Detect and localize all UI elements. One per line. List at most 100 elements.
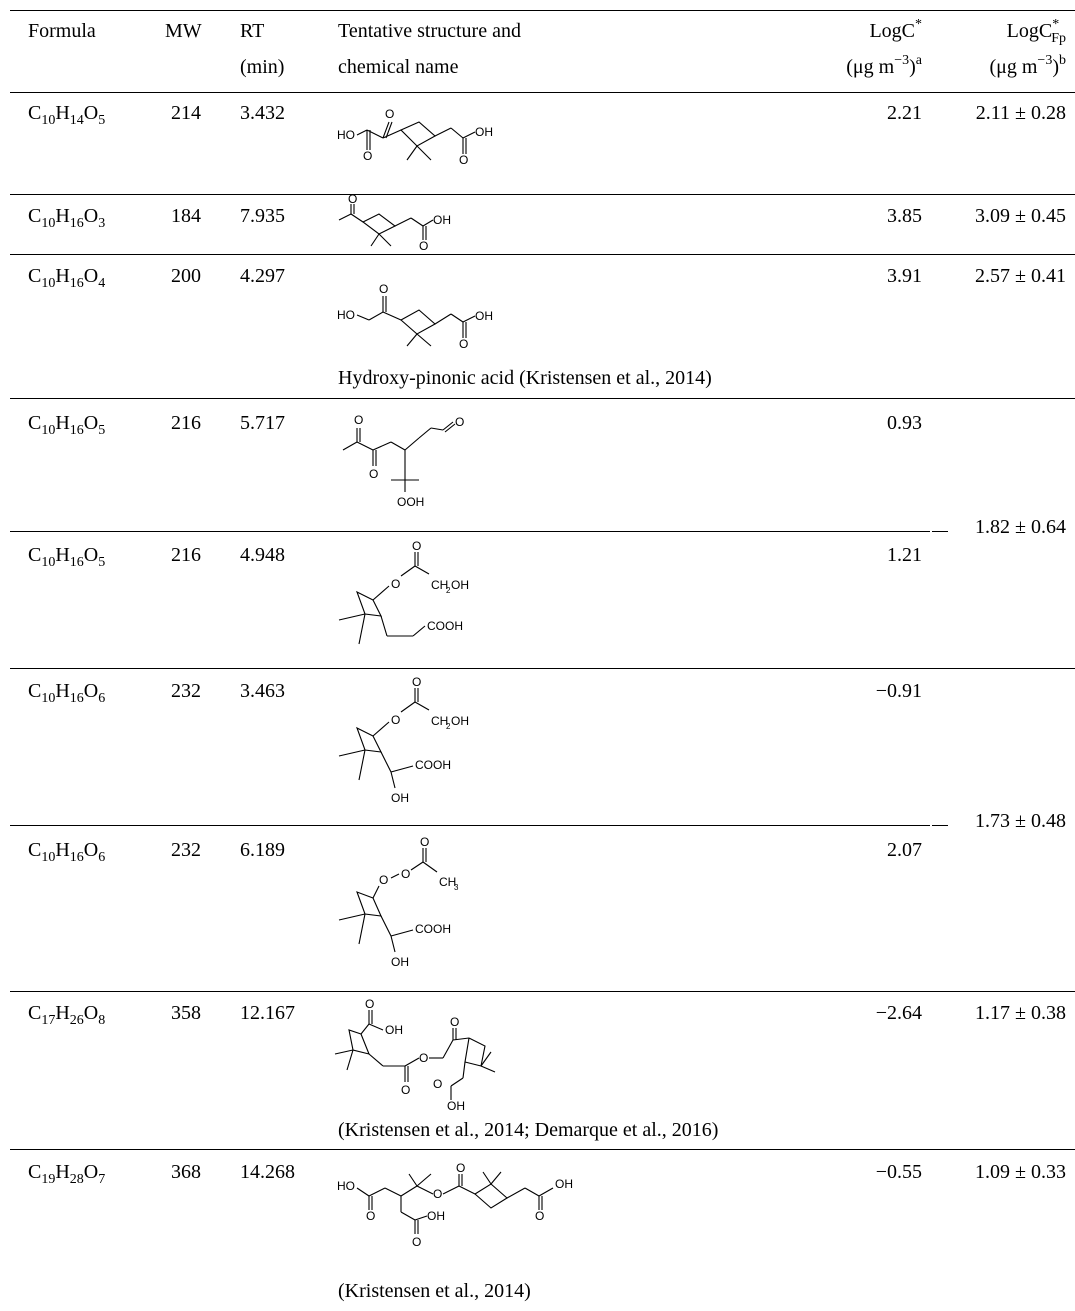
svg-text:O: O [366, 1209, 375, 1223]
structure-drawing: HO O O OH [335, 282, 515, 357]
row-rule [10, 668, 1075, 669]
svg-text:O: O [391, 713, 400, 727]
chemical-name: (Kristensen et al., 2014; Demarque et al… [338, 1119, 719, 1141]
structure-drawing: O O O OOH [335, 408, 495, 523]
formula-cell: C19H28O7 [28, 1161, 106, 1187]
svg-text:O: O [354, 413, 363, 427]
structure-drawing: O OH O O O O OH [334, 996, 535, 1119]
svg-text:O: O [412, 1235, 421, 1249]
formula-cell: C10H16O5 [28, 544, 106, 570]
mw-cell: 214 [171, 102, 201, 124]
svg-text:O: O [401, 1083, 410, 1097]
logcfp-merged-cell: 1.82 ± 0.64 [975, 516, 1066, 538]
svg-text:OH: OH [451, 578, 469, 592]
svg-text:OH: OH [447, 1099, 465, 1113]
logcfp-merged-cell: 1.73 ± 0.48 [975, 810, 1066, 832]
header-structure-name: chemical name [338, 56, 459, 78]
svg-text:O: O [535, 1209, 544, 1223]
svg-text:OH: OH [475, 309, 493, 323]
logc-cell: 2.21 [887, 102, 922, 124]
formula-cell: C17H26O8 [28, 1002, 106, 1028]
header-structure: Tentative structure and [338, 20, 521, 42]
merged-tick [932, 531, 948, 532]
logc-cell: 3.91 [887, 265, 922, 287]
svg-text:O: O [379, 873, 388, 887]
svg-text:CH: CH [431, 578, 448, 592]
svg-text:O: O [433, 1187, 442, 1201]
svg-text:O: O [391, 577, 400, 591]
rt-cell: 3.463 [240, 680, 285, 702]
svg-text:HO: HO [337, 128, 355, 142]
svg-text:O: O [412, 539, 421, 553]
svg-text:O: O [412, 675, 421, 689]
svg-text:2: 2 [446, 722, 451, 731]
logc-cell: 0.93 [887, 412, 922, 434]
rt-cell: 6.189 [240, 839, 285, 861]
rt-cell: 14.268 [240, 1161, 295, 1183]
mw-cell: 200 [171, 265, 201, 287]
rt-cell: 3.432 [240, 102, 285, 124]
svg-text:O: O [365, 997, 374, 1011]
logcfp-cell: 3.09 ± 0.45 [975, 205, 1066, 227]
formula-cell: C10H16O6 [28, 839, 106, 865]
svg-text:3: 3 [454, 883, 459, 892]
svg-text:OH: OH [391, 955, 409, 969]
svg-text:CH: CH [431, 714, 448, 728]
svg-text:O: O [459, 153, 468, 167]
svg-text:O: O [401, 867, 410, 881]
svg-text:OOH: OOH [397, 495, 424, 509]
logcfp-cell: 2.57 ± 0.41 [975, 265, 1066, 287]
structure-drawing: O CH 3 O O COOH OH [335, 835, 505, 981]
formula-cell: C10H16O6 [28, 680, 106, 706]
svg-text:OH: OH [451, 714, 469, 728]
logcfp-cell: 1.09 ± 0.33 [975, 1161, 1066, 1183]
svg-text:O: O [433, 1077, 442, 1091]
row-rule [10, 991, 1075, 992]
mw-cell: 232 [171, 680, 201, 702]
svg-text:O: O [369, 467, 378, 481]
header-formula: Formula [28, 20, 96, 42]
formula-cell: C10H16O4 [28, 265, 106, 291]
svg-text:O: O [456, 1161, 465, 1175]
structure-drawing: HO O O O O OH O OH [335, 1161, 605, 1266]
structure-drawing: O O OH [335, 192, 475, 260]
svg-text:CH: CH [439, 875, 456, 889]
svg-text:O: O [419, 239, 428, 253]
rt-cell: 4.297 [240, 265, 285, 287]
chemical-name: (Kristensen et al., 2014) [338, 1280, 531, 1302]
mw-cell: 216 [171, 544, 201, 566]
svg-text:HO: HO [337, 1179, 355, 1193]
structure-drawing: O CH 2 OH O COOH [335, 539, 505, 660]
svg-text:OH: OH [391, 791, 409, 805]
header-logcfp-unit: (μg m−3)b [989, 53, 1066, 79]
header-mw: MW [165, 20, 202, 42]
svg-text:O: O [363, 149, 372, 163]
logcfp-cell: 1.17 ± 0.38 [975, 1002, 1066, 1024]
mw-cell: 358 [171, 1002, 201, 1024]
structure-drawing: O CH 2 OH O COOH OH [335, 675, 505, 816]
mw-cell: 232 [171, 839, 201, 861]
header-logcfp: LogC*Fp [1006, 17, 1066, 46]
row-rule [10, 194, 1075, 195]
logc-cell: −0.55 [875, 1161, 922, 1183]
logc-cell: 2.07 [887, 839, 922, 861]
merged-tick [932, 825, 948, 826]
svg-text:OH: OH [475, 125, 493, 139]
svg-text:O: O [385, 107, 394, 121]
svg-text:2: 2 [446, 586, 451, 595]
svg-text:O: O [455, 415, 464, 429]
row-rule [10, 1149, 1075, 1150]
svg-text:O: O [420, 835, 429, 849]
svg-text:COOH: COOH [415, 922, 451, 936]
svg-text:OH: OH [385, 1023, 403, 1037]
svg-text:COOH: COOH [427, 619, 463, 633]
structure-drawing: HO O O O OH [335, 102, 515, 187]
formula-cell: C10H16O3 [28, 205, 106, 231]
svg-text:COOH: COOH [415, 758, 451, 772]
logc-cell: −0.91 [875, 680, 922, 702]
formula-cell: C10H14O5 [28, 102, 106, 128]
header-logc: LogC* [869, 17, 922, 43]
row-rule [10, 398, 1075, 399]
svg-text:OH: OH [555, 1177, 573, 1191]
